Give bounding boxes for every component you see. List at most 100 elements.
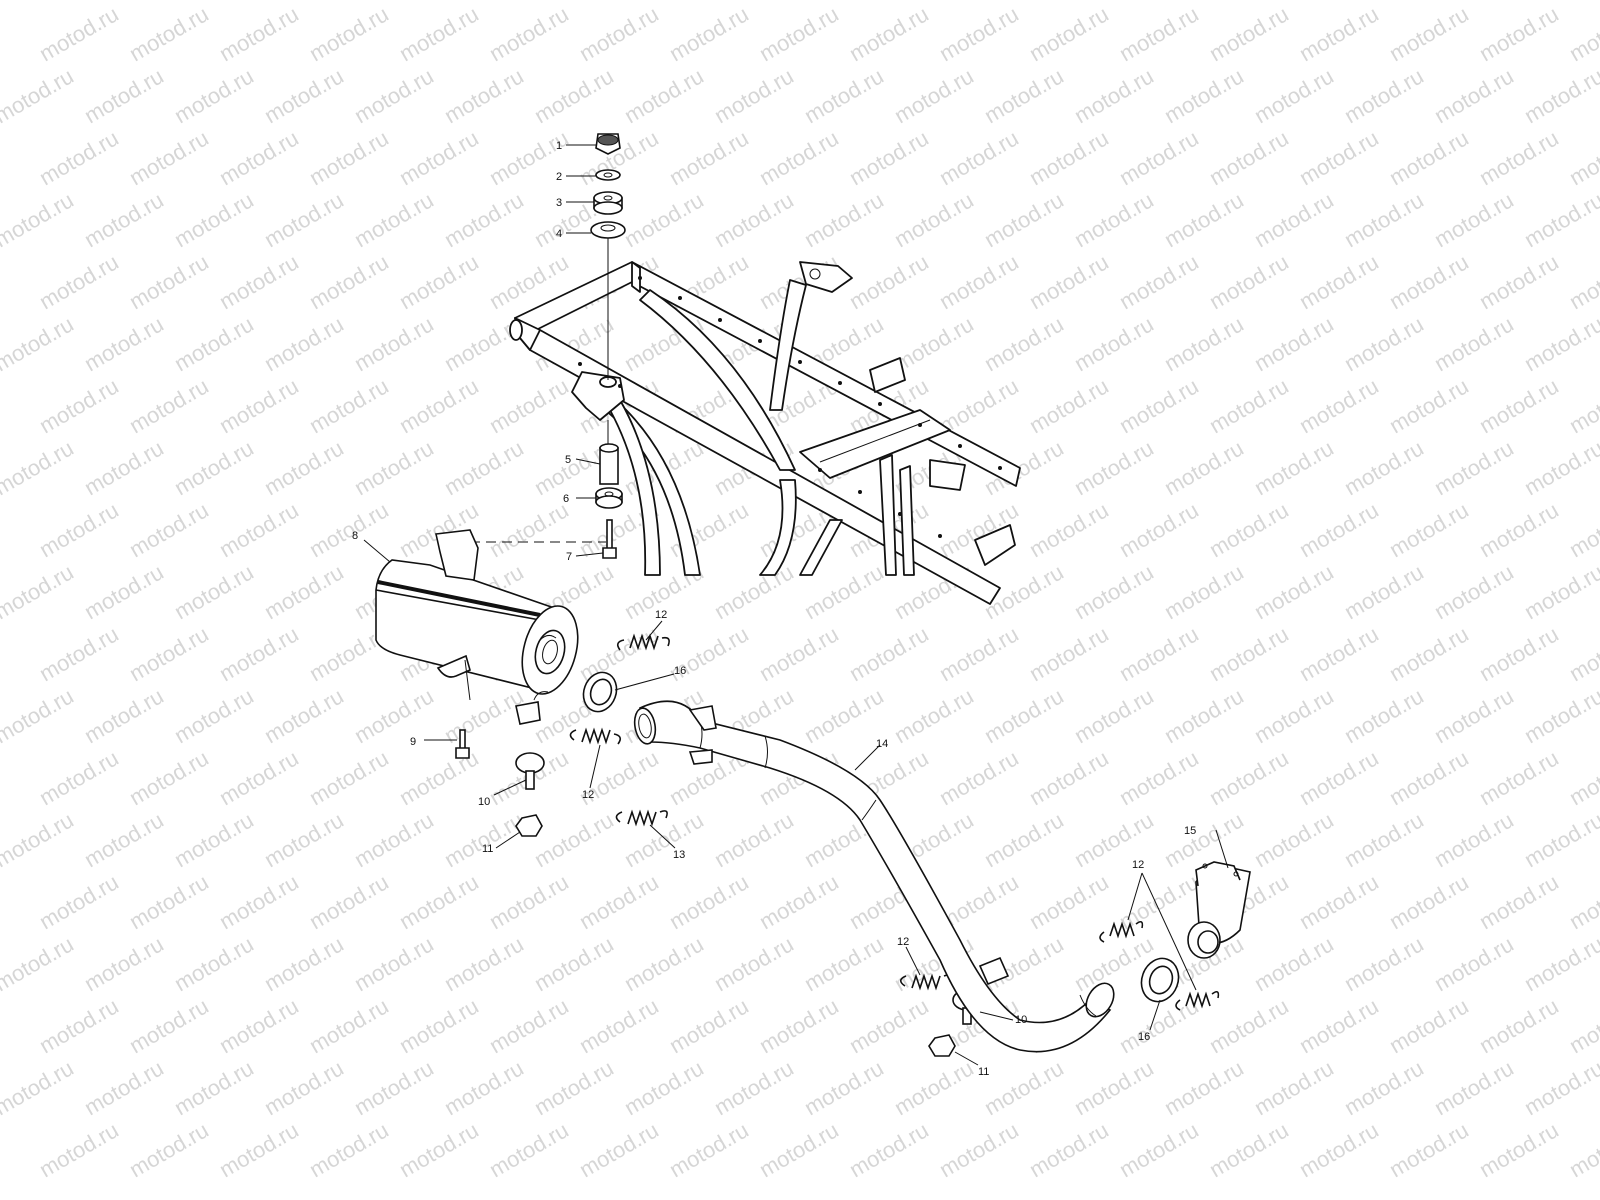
watermark-text: motod.ru (440, 807, 528, 872)
muffler-part (375, 529, 579, 725)
watermark-text: motod.ru (260, 683, 348, 748)
watermark-text: motod.ru (170, 1055, 258, 1120)
watermark-text: motod.ru (1520, 187, 1600, 252)
watermark-text: motod.ru (1295, 745, 1383, 810)
watermark-text: motod.ru (395, 1117, 483, 1182)
watermark-text: motod.ru (440, 0, 528, 4)
watermark-text: motod.ru (1025, 249, 1113, 314)
watermark-text: motod.ru (1385, 1, 1473, 66)
watermark-text: motod.ru (1205, 1, 1293, 66)
vehicle-frame (509, 261, 1021, 605)
watermark-text: motod.ru (1160, 559, 1248, 624)
watermark-text: motod.ru (710, 807, 798, 872)
watermark-text: motod.ru (215, 497, 303, 562)
watermark-text: motod.ru (350, 931, 438, 996)
watermark-text: motod.ru (1340, 683, 1428, 748)
large-washer-part (590, 221, 626, 239)
watermark-text: motod.ru (170, 311, 258, 376)
watermark-text: motod.ru (890, 311, 978, 376)
watermark-text: motod.ru (755, 621, 843, 686)
bolt-part (602, 519, 617, 559)
watermark-text: motod.ru (0, 559, 78, 624)
watermark-text: motod.ru (1475, 745, 1563, 810)
watermark-text: motod.ru (755, 1117, 843, 1182)
watermark-text: motod.ru (1070, 683, 1158, 748)
watermark-text: motod.ru (35, 249, 123, 314)
callout-13: 13 (673, 849, 685, 861)
watermark-text: motod.ru (1025, 869, 1113, 934)
watermark-text: motod.ru (80, 0, 168, 4)
watermark-text: motod.ru (800, 683, 888, 748)
watermark-text: motod.ru (1115, 1117, 1203, 1182)
watermark-text: motod.ru (710, 0, 798, 4)
watermark-text: motod.ru (1070, 807, 1158, 872)
watermark-text: motod.ru (890, 187, 978, 252)
watermark-text: motod.ru (440, 1055, 528, 1120)
watermark-text: motod.ru (260, 807, 348, 872)
watermark-text: motod.ru (1250, 683, 1338, 748)
watermark-text: motod.ru (1115, 373, 1203, 438)
callout-8: 8 (352, 530, 358, 542)
watermark-text: motod.ru (755, 125, 843, 190)
watermark-text: motod.ru (1475, 373, 1563, 438)
watermark-text: motod.ru (1205, 497, 1293, 562)
watermark-text: motod.ru (305, 373, 393, 438)
watermark-text: motod.ru (1160, 435, 1248, 500)
watermark-text: motod.ru (620, 931, 708, 996)
washer-part (595, 169, 621, 181)
watermark-text: motod.ru (1295, 1117, 1383, 1182)
watermark-text: motod.ru (1160, 187, 1248, 252)
watermark-text: motod.ru (35, 373, 123, 438)
watermark-text: motod.ru (1520, 683, 1600, 748)
watermark-text: motod.ru (440, 435, 528, 500)
watermark-text: motod.ru (800, 63, 888, 128)
watermark-text: motod.ru (935, 125, 1023, 190)
seal-ring-16b (1140, 957, 1180, 1003)
watermark-text: motod.ru (1070, 63, 1158, 128)
watermark-text: motod.ru (170, 559, 258, 624)
watermark-text: motod.ru (980, 1055, 1068, 1120)
watermark-text: motod.ru (575, 1, 663, 66)
callout-5: 5 (565, 454, 571, 466)
leader-lines (363, 144, 1229, 1066)
callout-9: 9 (410, 736, 416, 748)
watermark-text: motod.ru (710, 931, 798, 996)
watermark-text: motod.ru (80, 807, 168, 872)
watermark-text: motod.ru (575, 993, 663, 1058)
watermark-text: motod.ru (1295, 125, 1383, 190)
watermark-text: motod.ru (845, 249, 933, 314)
watermark-text: motod.ru (350, 435, 438, 500)
callout-15: 15 (1184, 825, 1196, 837)
watermark-text: motod.ru (35, 125, 123, 190)
watermark-text: motod.ru (260, 1055, 348, 1120)
spring-12b (569, 727, 622, 745)
watermark-text: motod.ru (980, 807, 1068, 872)
watermark-text: motod.ru (1520, 63, 1600, 128)
watermark-text: motod.ru (395, 1, 483, 66)
watermark-text: motod.ru (1205, 993, 1293, 1058)
watermark-text: motod.ru (1025, 125, 1113, 190)
watermark-text: motod.ru (575, 1117, 663, 1182)
watermark-text: motod.ru (485, 1117, 573, 1182)
watermark-text: motod.ru (260, 311, 348, 376)
watermark-text: motod.ru (0, 0, 78, 4)
watermark-text: motod.ru (440, 187, 528, 252)
watermark-text: motod.ru (1115, 745, 1203, 810)
callout-10b: 10 (1015, 1014, 1027, 1026)
watermark-text: motod.ru (170, 683, 258, 748)
watermark-text: motod.ru (1475, 1, 1563, 66)
watermark-text: motod.ru (170, 807, 258, 872)
callout-10a: 10 (478, 796, 490, 808)
spring-12e (1175, 990, 1220, 1011)
watermark-text: motod.ru (305, 993, 393, 1058)
nut-part-3 (928, 1034, 956, 1057)
watermark-text: motod.ru (80, 559, 168, 624)
watermark-text: motod.ru (665, 993, 753, 1058)
watermark-text: motod.ru (1430, 559, 1518, 624)
watermark-text: motod.ru (1385, 621, 1473, 686)
watermark-text: motod.ru (1205, 745, 1293, 810)
watermark-text: motod.ru (1520, 931, 1600, 996)
watermark-text: motod.ru (215, 1117, 303, 1182)
watermark-text: motod.ru (980, 187, 1068, 252)
